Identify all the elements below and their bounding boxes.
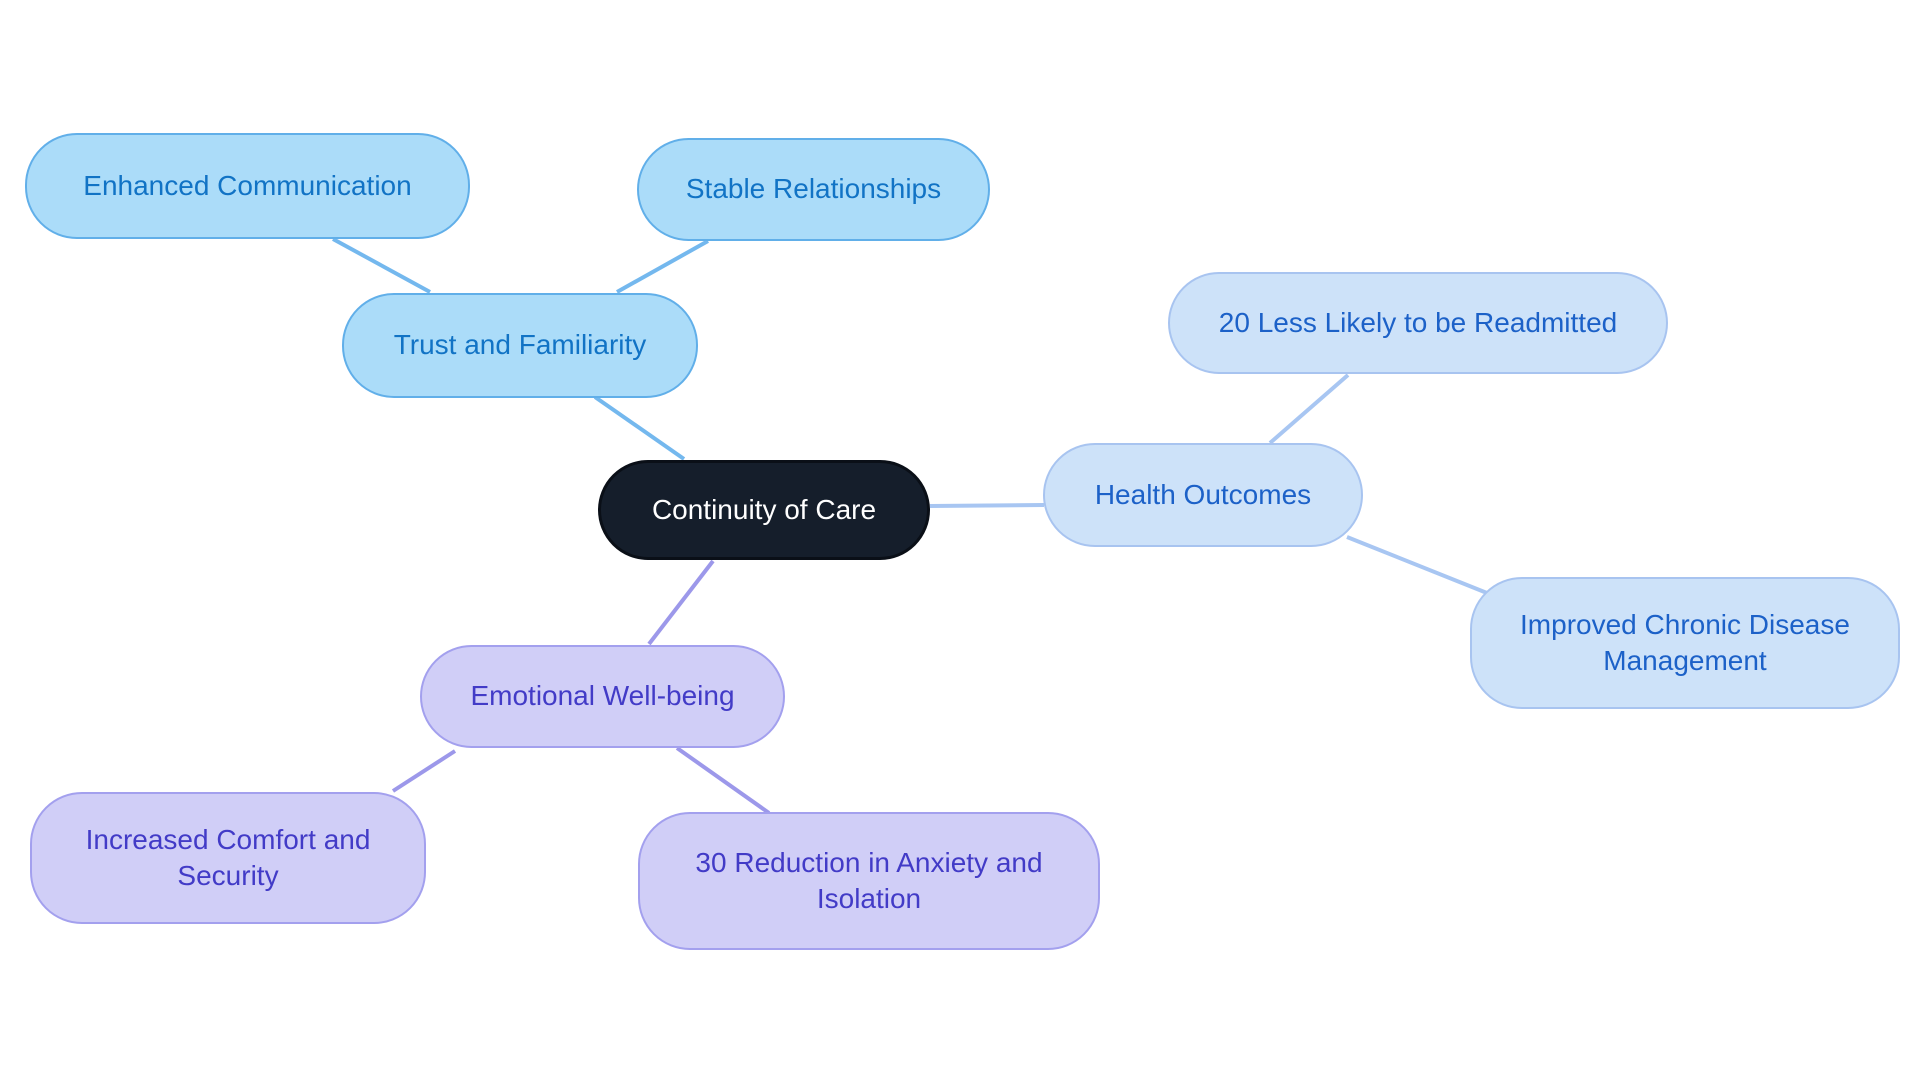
node-increased-comfort-and-security[interactable]: Increased Comfort and Security — [30, 792, 426, 924]
node-label: Increased Comfort and Security — [85, 823, 371, 891]
node-improved-chronic-disease-management[interactable]: Improved Chronic Disease Management — [1470, 577, 1900, 709]
node-label: Continuity of Care — [651, 493, 877, 525]
node-health-outcomes[interactable]: Health Outcomes — [1043, 443, 1363, 547]
edge-center-to-emotional — [647, 559, 715, 646]
node-label: Trust and Familiarity — [393, 329, 647, 361]
node-trust-and-familiarity[interactable]: Trust and Familiarity — [342, 293, 698, 398]
edge-emotional-to-reduction — [675, 746, 771, 815]
node-less-likely-readmitted[interactable]: 20 Less Likely to be Readmitted — [1168, 272, 1668, 374]
edge-stable-to-trust — [616, 239, 709, 294]
edge-health-to-improved — [1346, 535, 1488, 595]
edge-enhanced-to-trust — [332, 237, 431, 294]
node-continuity-of-care[interactable]: Continuity of Care — [598, 460, 930, 560]
edge-emotional-to-increased — [391, 749, 457, 793]
node-reduction-anxiety-and-isolation[interactable]: 30 Reduction in Anxiety and Isolation — [638, 812, 1100, 950]
edge-trust-to-center — [593, 395, 686, 461]
node-enhanced-communication[interactable]: Enhanced Communication — [25, 133, 470, 239]
node-label: Stable Relationships — [685, 173, 942, 205]
node-emotional-well-being[interactable]: Emotional Well-being — [420, 645, 785, 748]
node-label: Health Outcomes — [1094, 478, 1312, 510]
node-label: 20 Less Likely to be Readmitted — [1218, 306, 1618, 338]
node-stable-relationships[interactable]: Stable Relationships — [637, 138, 990, 241]
node-label: Enhanced Communication — [83, 169, 412, 201]
edge-center-to-health — [929, 503, 1045, 508]
node-label: Improved Chronic Disease Management — [1520, 608, 1850, 676]
node-label: Emotional Well-being — [470, 680, 735, 712]
edge-less20-to-health — [1268, 373, 1350, 445]
node-label: 30 Reduction in Anxiety and Isolation — [695, 846, 1043, 914]
